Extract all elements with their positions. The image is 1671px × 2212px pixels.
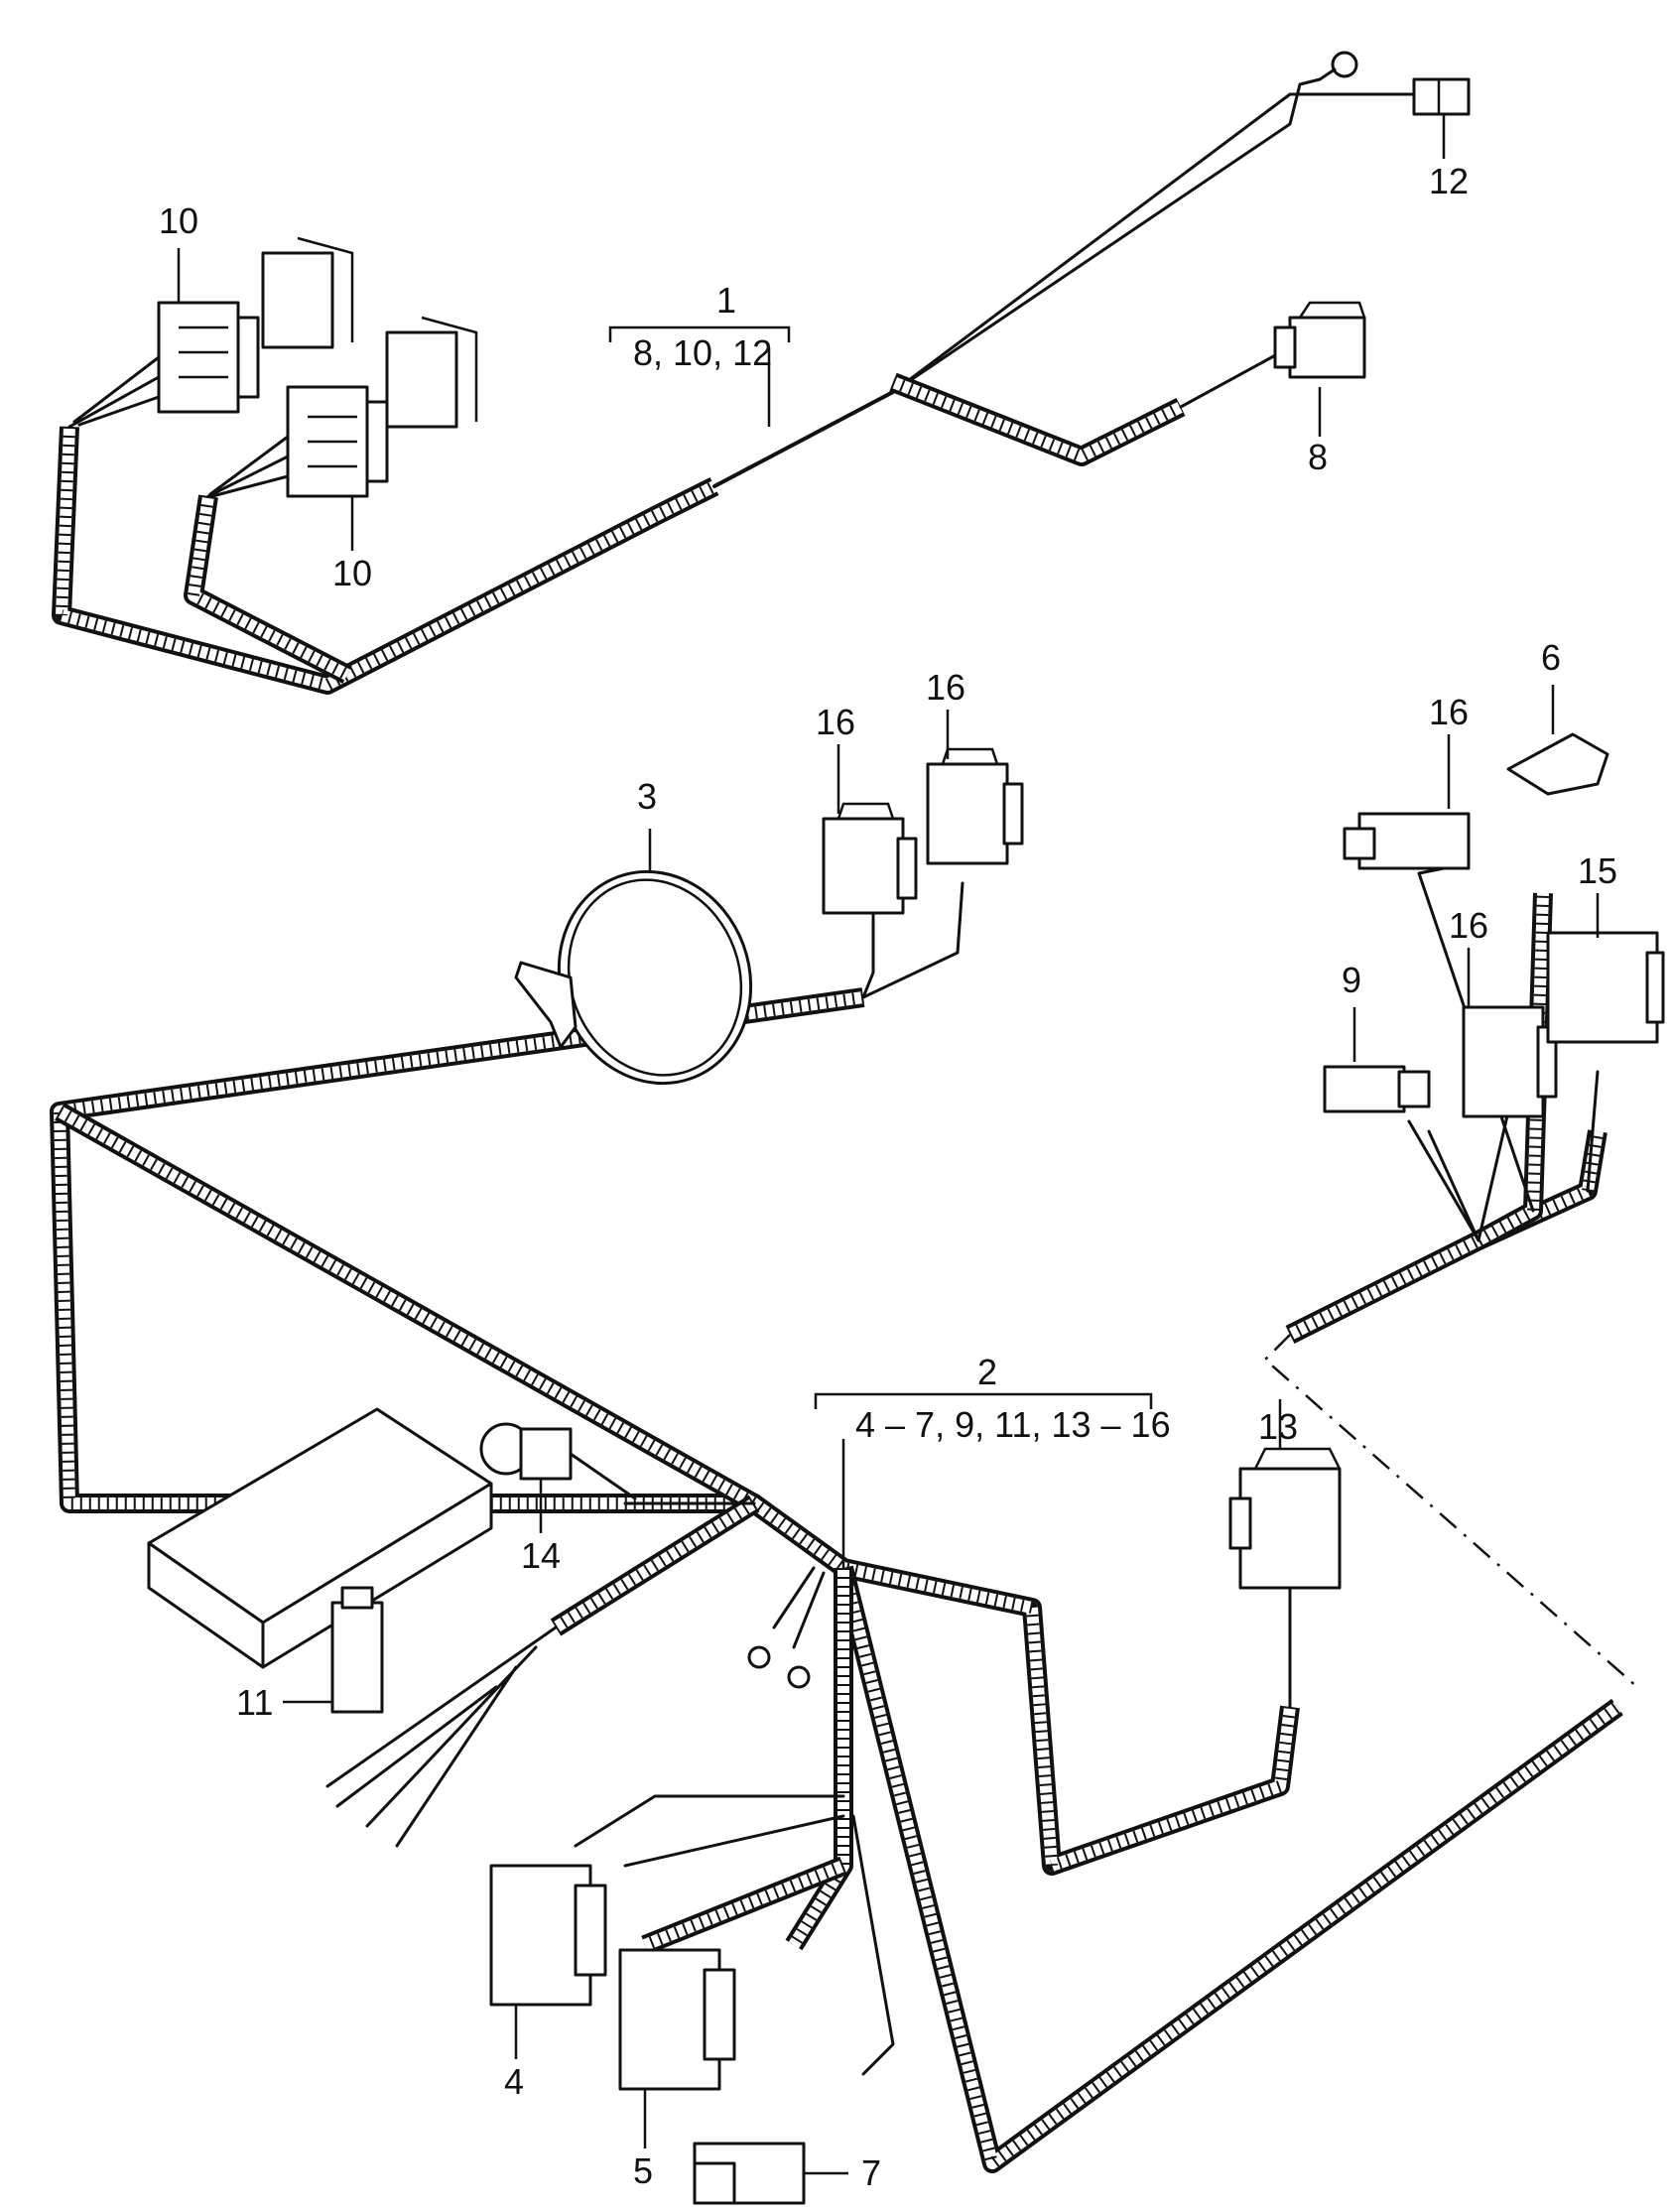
label-1-sub: 8, 10, 12 (633, 332, 772, 373)
label-10-upper: 10 (159, 200, 198, 241)
label-10-lower: 10 (332, 553, 372, 593)
label-15: 15 (1578, 850, 1617, 891)
label-14: 14 (521, 1535, 561, 1576)
ground-terminals (747, 1645, 811, 1689)
label-2-sub: 4 – 7, 9, 11, 13 – 16 (855, 1404, 1171, 1445)
label-16-c: 16 (1429, 692, 1469, 732)
label-16-b: 16 (926, 667, 965, 708)
label-9: 9 (1342, 960, 1361, 1000)
clip-6 (1506, 732, 1609, 796)
relay-cover-upper (261, 236, 354, 349)
relay-socket-5 (618, 1948, 736, 2091)
control-unit-box (147, 1407, 493, 1669)
label-3: 3 (637, 776, 657, 817)
connector-16-a (822, 802, 918, 915)
label-16-d: 16 (1449, 905, 1488, 946)
label-8: 8 (1308, 437, 1328, 477)
connector-9 (1323, 1065, 1431, 1113)
connector-16-d (1462, 1005, 1558, 1118)
connector-10-upper (67, 301, 260, 429)
fuse-holder-11 (330, 1586, 384, 1714)
label-12: 12 (1429, 161, 1469, 201)
connector-16-c (1343, 812, 1471, 870)
connector-8 (1273, 301, 1366, 379)
label-1: 1 (716, 280, 736, 321)
relay-socket-4 (489, 1864, 607, 2007)
relay-cover-lower (385, 316, 478, 429)
connector-12 (1412, 77, 1471, 116)
harness-1 (52, 51, 1421, 695)
connector-13 (1228, 1447, 1342, 1590)
label-4: 4 (504, 2061, 524, 2102)
connector-15 (1546, 931, 1665, 1044)
connector-10-lower (206, 385, 389, 498)
continuation-line (1263, 1334, 1638, 1688)
label-13: 13 (1258, 1406, 1298, 1447)
connector-16-b (926, 747, 1024, 865)
label-5: 5 (633, 2150, 653, 2191)
ring-terminal (1331, 51, 1358, 78)
label-11: 11 (236, 1682, 273, 1723)
label-2: 2 (977, 1352, 997, 1392)
hose-clamp-3 (514, 869, 753, 1086)
connector-7 (693, 2142, 806, 2205)
label-6: 6 (1541, 637, 1561, 678)
bulb-holder-14 (479, 1422, 637, 1500)
label-16-a: 16 (816, 702, 855, 742)
label-7: 7 (861, 2152, 881, 2193)
